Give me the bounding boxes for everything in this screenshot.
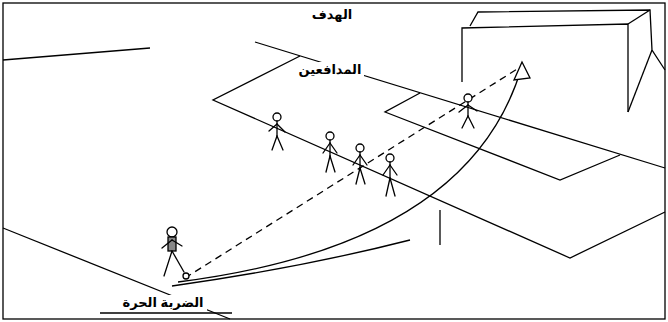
penalty-box [213, 56, 665, 258]
side-line [3, 48, 150, 60]
text-label: الهدف [309, 7, 356, 23]
kicker [162, 227, 184, 276]
defender [353, 144, 367, 184]
text-label: الضربة الحرة [119, 295, 206, 311]
goal-net [628, 50, 652, 112]
goal-area [385, 93, 620, 180]
label-underline [100, 312, 232, 313]
text-label: المدافعين [296, 62, 365, 78]
defender [269, 113, 285, 150]
frame [3, 3, 665, 319]
ball [183, 273, 189, 279]
direct-path [185, 66, 522, 278]
defender [323, 132, 337, 172]
goalkeeper [459, 94, 477, 128]
field-line [439, 210, 440, 245]
goal-net [470, 10, 665, 70]
curved-path [178, 66, 522, 282]
arrow-head [514, 62, 530, 80]
curved-path [172, 240, 410, 286]
defender [383, 154, 397, 196]
goal-frame [462, 24, 628, 112]
goal-net [628, 10, 650, 24]
field-line [3, 228, 230, 319]
